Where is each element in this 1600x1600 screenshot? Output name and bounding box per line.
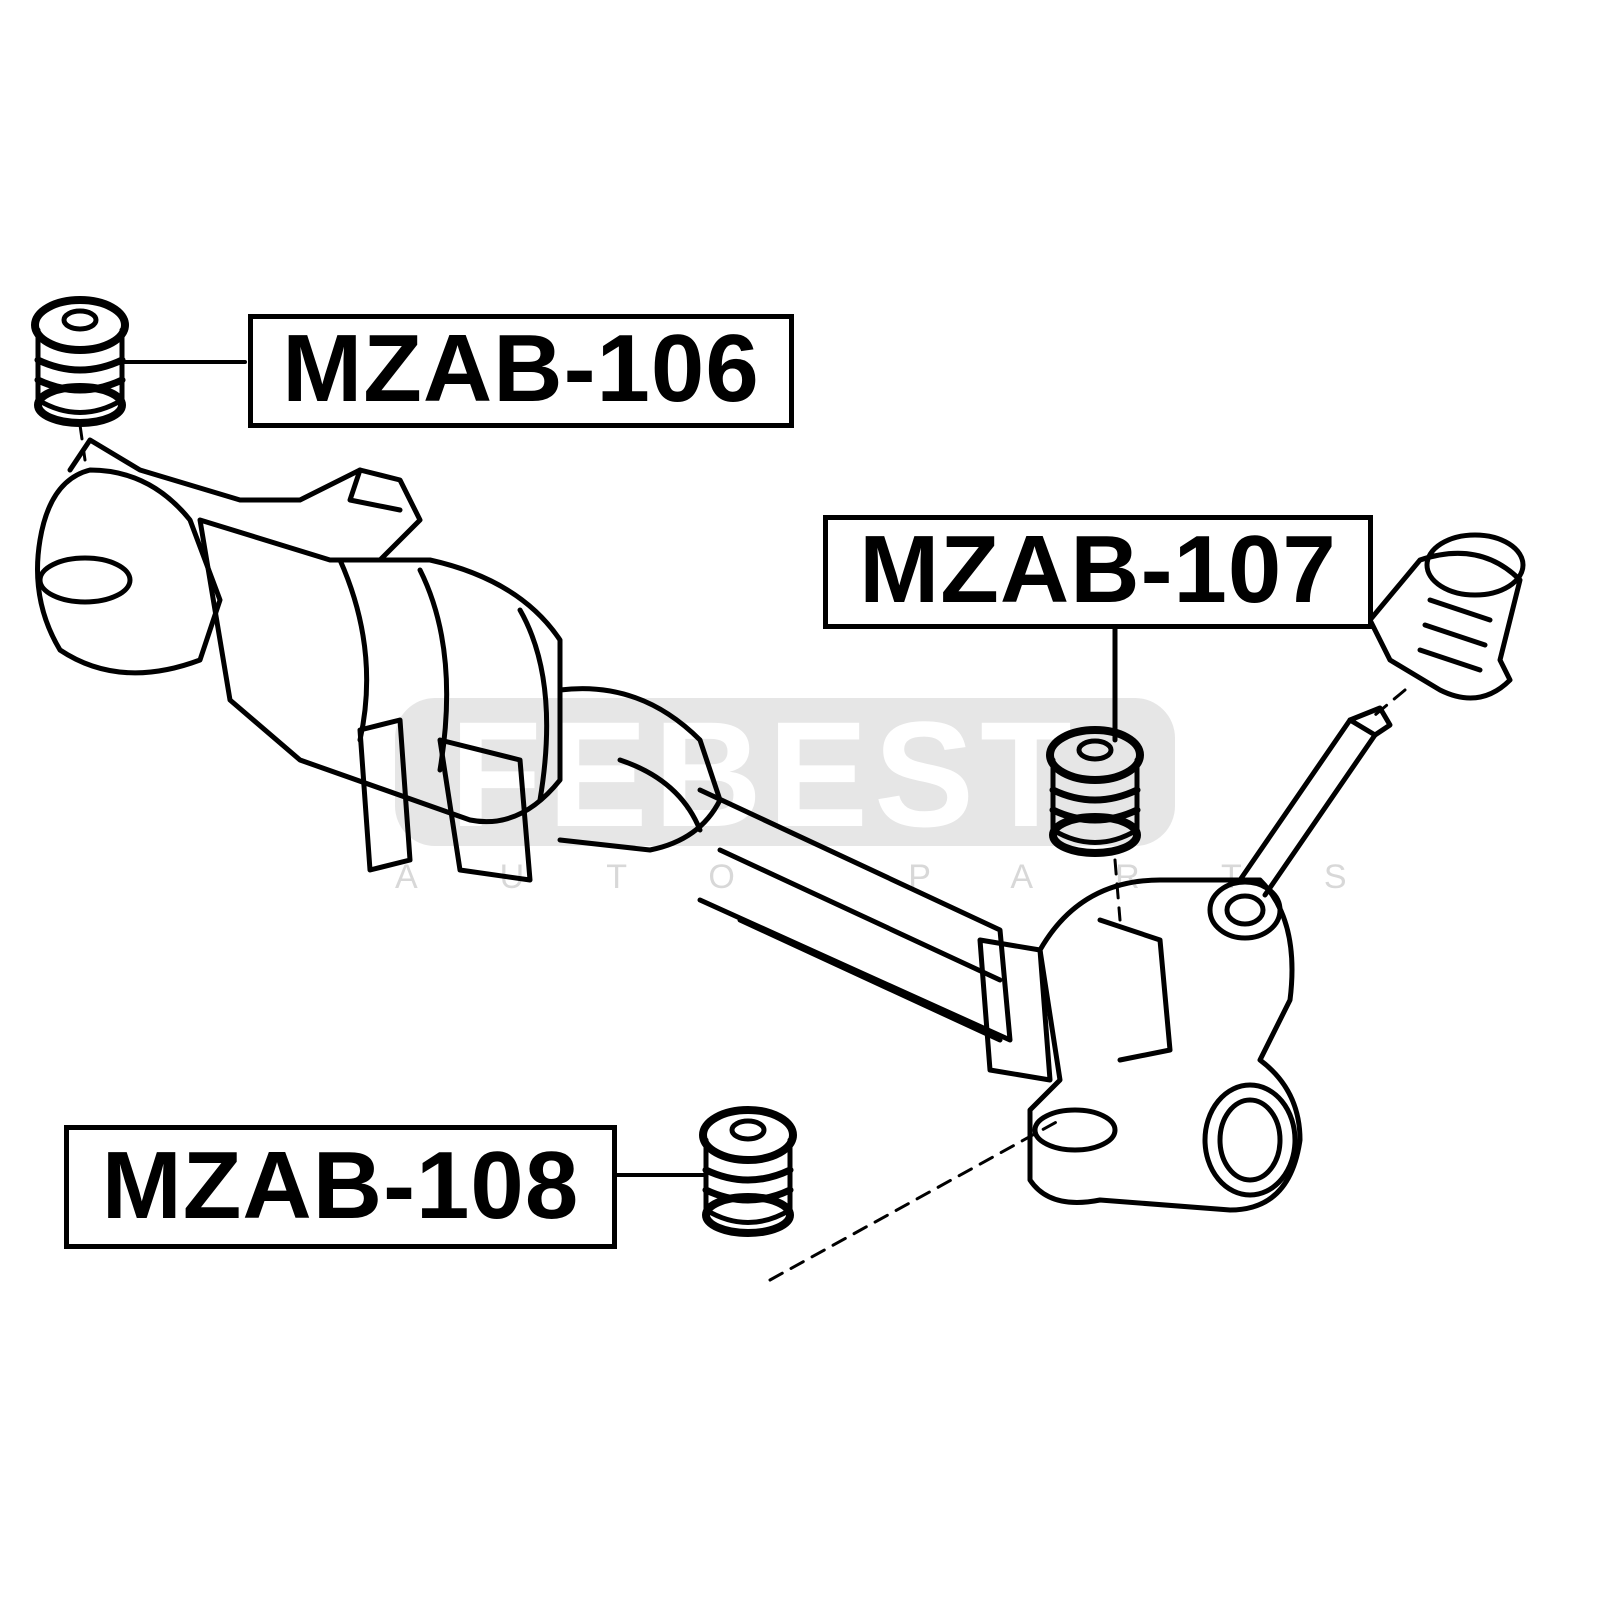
watermark-brand: FEBEST — [450, 690, 1078, 858]
part-label-mzab-106: MZAB-106 — [248, 314, 794, 428]
bushing-107 — [1046, 726, 1144, 857]
part-label-mzab-107: MZAB-107 — [823, 515, 1373, 629]
rack-housing — [197, 517, 723, 883]
input-shaft — [1237, 705, 1393, 898]
assembly-lines — [78, 423, 1407, 1282]
rack-tube — [697, 787, 1053, 1083]
shaft-boot — [1367, 532, 1526, 701]
bushing-108 — [699, 1106, 797, 1237]
bushing-106 — [31, 296, 129, 427]
watermark-tagline: AUTO PARTS — [395, 858, 1429, 896]
part-label-mzab-108: MZAB-108 — [64, 1125, 617, 1249]
pinion-housing — [1027, 877, 1303, 1213]
left-mount-bracket — [35, 437, 423, 676]
